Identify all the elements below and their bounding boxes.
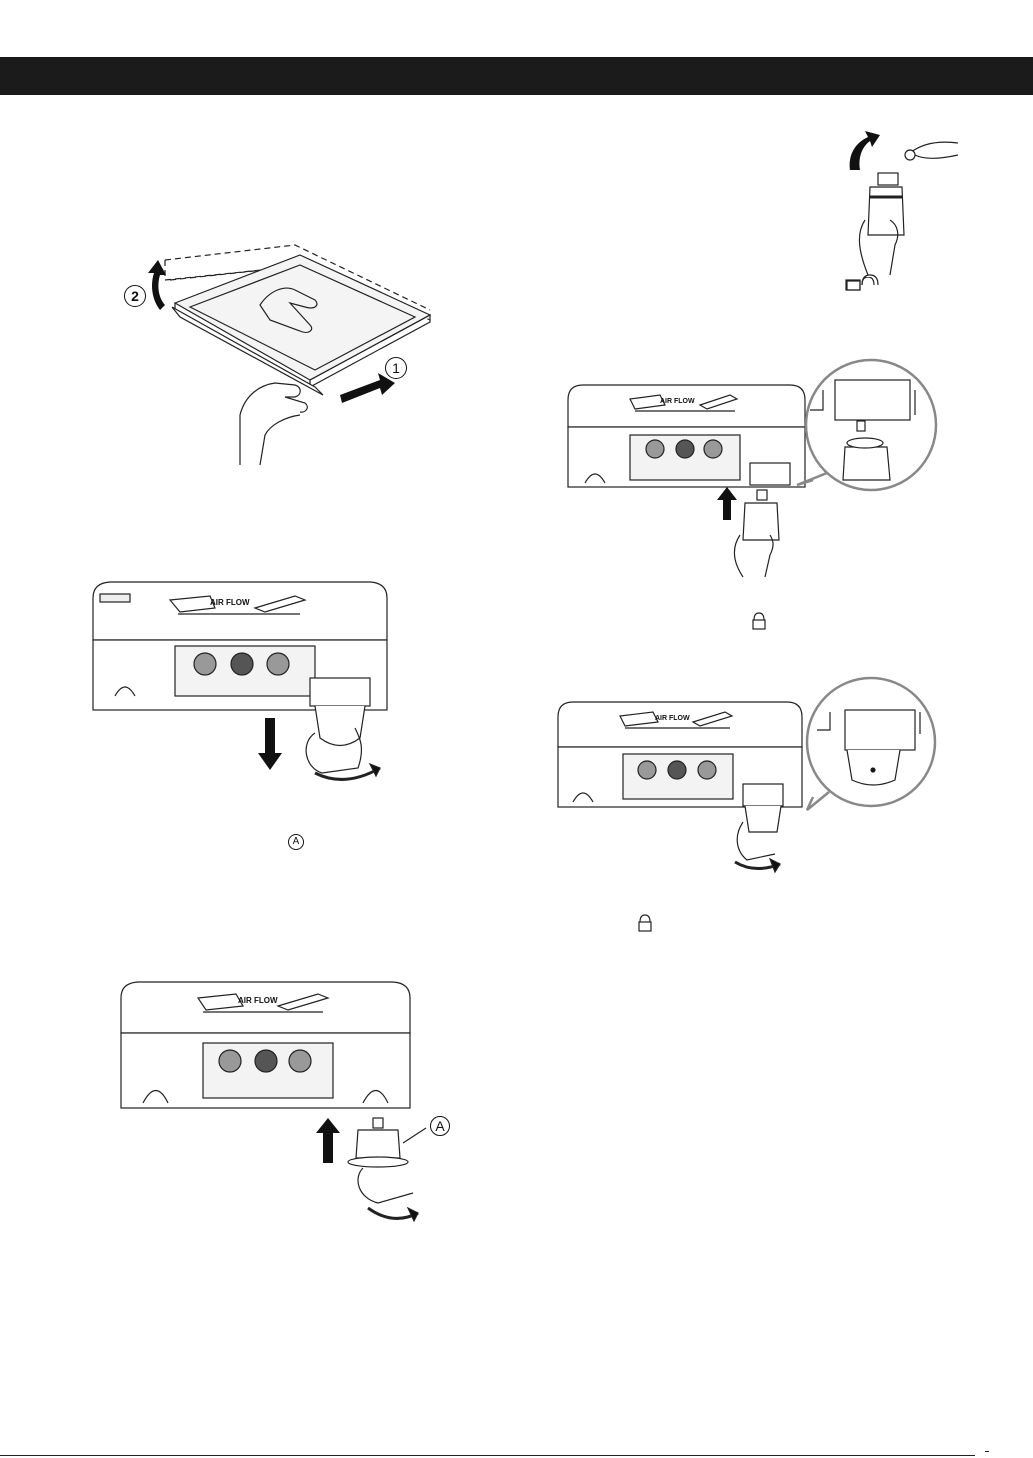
- part-marker-a-icon: A: [288, 834, 304, 850]
- figure-remove-cap: [840, 125, 965, 295]
- panel-label: AIR FLOW: [660, 398, 695, 405]
- panel-label: AIR FLOW: [655, 715, 690, 722]
- figure-filter-insert: AIR FLOW: [565, 355, 945, 580]
- footer-rule: [0, 1455, 975, 1456]
- callout-part-a: A: [430, 1116, 450, 1136]
- footer-mark: [985, 1451, 989, 1452]
- panel-label: AIR FLOW: [238, 996, 278, 1005]
- lock-icon: [638, 914, 652, 937]
- panel-label: AIR FLOW: [210, 598, 250, 607]
- callout-step-two: 2: [124, 285, 146, 307]
- header-bar: [0, 57, 1033, 95]
- figure-filter-pull-down: AIR FLOW: [90, 578, 390, 788]
- lock-icon: [752, 612, 766, 635]
- figure-shelf-removal: 2 1: [110, 235, 440, 465]
- figure-filter-part-a: AIR FLOW A: [118, 978, 458, 1238]
- unlock-icon: [846, 277, 860, 289]
- callout-step-one: 1: [385, 357, 407, 379]
- figure-filter-lock: AIR FLOW: [555, 672, 945, 877]
